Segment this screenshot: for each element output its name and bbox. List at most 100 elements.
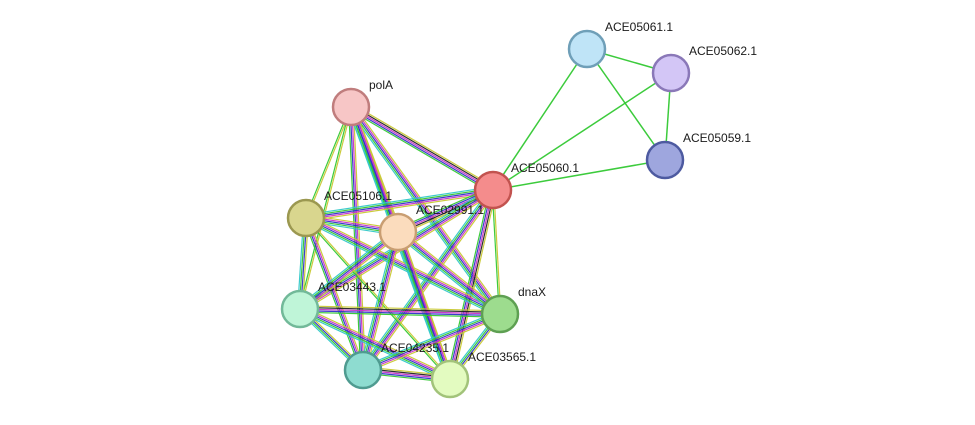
edge-ACE05061.1-ACE05059.1[interactable] xyxy=(586,48,666,161)
edge-evidence-line xyxy=(363,232,401,371)
edge-evidence-line xyxy=(398,230,502,314)
edge-evidence-line xyxy=(492,72,672,191)
edge-ACE02991.1-ACE03565.1[interactable] xyxy=(394,230,454,381)
edge-evidence-line xyxy=(452,190,497,380)
edge-ACE02991.1-ACE04235.1[interactable] xyxy=(359,231,402,371)
edge-evidence-line xyxy=(493,189,502,314)
edge-dnaX-ACE04235.1[interactable] xyxy=(361,310,502,374)
edge-ACE05060.1-dnaX[interactable] xyxy=(491,189,502,315)
node-ACE02991.1[interactable] xyxy=(378,212,418,252)
node-ACE05060.1[interactable] xyxy=(473,170,513,210)
edge-ACE05059.1-ACE05060.1[interactable] xyxy=(492,159,666,191)
edge-evidence-line xyxy=(362,231,399,371)
edge-evidence-line xyxy=(306,217,365,370)
edge-evidence-line xyxy=(300,306,501,314)
edge-ACE05106.1-ACE04235.1[interactable] xyxy=(303,216,366,372)
node-polA[interactable] xyxy=(331,87,371,127)
edge-evidence-line xyxy=(349,109,492,194)
nodes-layer xyxy=(280,29,691,399)
edge-evidence-line xyxy=(352,106,366,370)
node-ACE03443.1[interactable] xyxy=(280,289,320,329)
edge-evidence-line xyxy=(365,232,402,371)
edge-evidence-line xyxy=(299,308,501,315)
edge-evidence-line xyxy=(394,232,448,381)
edge-evidence-line xyxy=(298,106,351,309)
edge-evidence-line xyxy=(298,311,449,383)
edge-polA-ACE05106.1[interactable] xyxy=(304,106,353,219)
edge-ACE05062.1-ACE05060.1[interactable] xyxy=(492,72,672,191)
edge-evidence-line xyxy=(399,229,503,312)
edge-evidence-line xyxy=(447,189,493,379)
edge-evidence-line xyxy=(306,190,494,221)
edge-evidence-line xyxy=(304,106,351,218)
edge-evidence-line xyxy=(350,106,494,191)
node-label-ACE03565.1: ACE03565.1 xyxy=(468,350,536,364)
edge-evidence-line xyxy=(349,107,363,371)
node-ACE05062.1[interactable] xyxy=(651,53,691,93)
edge-evidence-line xyxy=(306,216,501,314)
edge-evidence-line xyxy=(304,218,363,371)
edge-ACE02991.1-dnaX[interactable] xyxy=(395,229,503,317)
edge-evidence-line xyxy=(397,231,501,315)
node-dnaX[interactable] xyxy=(480,294,520,334)
edge-evidence-line xyxy=(492,48,588,191)
edge-evidence-line xyxy=(491,190,500,315)
edge-evidence-line xyxy=(298,230,398,309)
edge-evidence-line xyxy=(305,186,493,216)
edge-evidence-line xyxy=(305,218,500,316)
edge-evidence-line xyxy=(303,218,362,372)
edge-evidence-line xyxy=(300,232,400,311)
edge-polA-ACE05060.1[interactable] xyxy=(349,103,495,194)
edge-evidence-line xyxy=(300,107,353,310)
edge-evidence-line xyxy=(362,311,500,370)
edge-evidence-line xyxy=(492,159,666,191)
edge-evidence-line xyxy=(304,220,499,318)
edge-ACE02991.1-ACE03443.1[interactable] xyxy=(297,229,401,312)
node-ACE03565.1[interactable] xyxy=(430,359,470,399)
edge-evidence-line xyxy=(360,231,398,370)
edge-polA-ACE03443.1[interactable] xyxy=(298,106,353,310)
node-ACE04235.1[interactable] xyxy=(343,350,383,390)
edge-evidence-line xyxy=(397,231,451,380)
edge-evidence-line xyxy=(306,217,452,379)
edge-evidence-line xyxy=(299,231,399,310)
node-label-ACE05059.1: ACE05059.1 xyxy=(683,131,751,145)
edge-evidence-line xyxy=(353,104,504,313)
edge-ACE03443.1-dnaX[interactable] xyxy=(299,305,501,318)
edge-evidence-line xyxy=(297,229,397,307)
node-label-ACE05062.1: ACE05062.1 xyxy=(689,44,757,58)
edge-evidence-line xyxy=(363,316,502,374)
node-label-ACE05061.1: ACE05061.1 xyxy=(605,20,673,34)
edge-ACE05061.1-ACE05060.1[interactable] xyxy=(492,48,588,191)
edge-evidence-line xyxy=(307,214,502,312)
edge-ACE03443.1-ACE03565.1[interactable] xyxy=(298,305,452,383)
node-label-ACE03443.1: ACE03443.1 xyxy=(318,280,386,294)
node-ACE05106.1[interactable] xyxy=(286,198,326,238)
edge-evidence-line xyxy=(299,309,500,317)
edge-evidence-line xyxy=(299,308,451,380)
edge-evidence-line xyxy=(361,310,500,368)
edge-evidence-line xyxy=(351,105,495,190)
edge-evidence-line xyxy=(305,217,501,315)
node-ACE05061.1[interactable] xyxy=(567,29,607,69)
node-label-ACE05060.1: ACE05060.1 xyxy=(511,161,579,175)
edge-evidence-line xyxy=(301,192,495,313)
edge-evidence-line xyxy=(362,313,501,371)
edge-evidence-line xyxy=(306,192,494,222)
node-ACE05059.1[interactable] xyxy=(645,140,685,180)
node-label-ACE04235.1: ACE04235.1 xyxy=(381,341,449,355)
edge-evidence-line xyxy=(586,48,666,161)
edge-evidence-line xyxy=(450,190,496,380)
node-label-dnaX: dnaX xyxy=(518,285,546,299)
edge-evidence-line xyxy=(350,106,501,315)
edge-evidence-line xyxy=(300,305,501,312)
edge-evidence-line xyxy=(301,234,401,312)
edge-evidence-line xyxy=(363,314,501,373)
edge-evidence-line xyxy=(352,103,495,188)
edge-evidence-line xyxy=(307,216,366,370)
edge-evidence-line xyxy=(299,309,450,381)
edge-ACE05060.1-ACE05106.1[interactable] xyxy=(305,186,494,222)
edge-evidence-line xyxy=(396,232,500,316)
edge-ACE05106.1-dnaX[interactable] xyxy=(304,214,502,318)
